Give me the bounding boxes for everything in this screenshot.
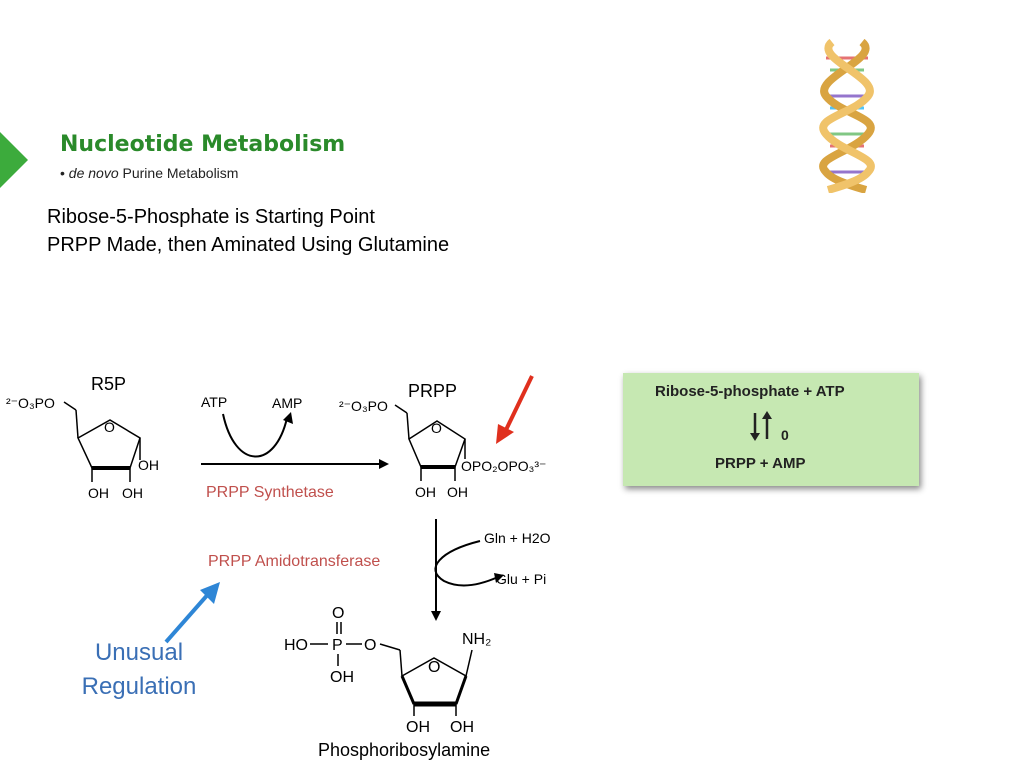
headline-line-2: PRPP Made, then Aminated Using Glutamine [47,234,450,256]
pra-oh-2: OH [450,719,474,736]
subtitle-italic: de novo [68,165,119,181]
phosphoribosylamine-label: Phosphoribosylamine [318,740,491,760]
prpp-label: PRPP [408,381,458,401]
dna-helix-icon [819,38,875,193]
glu-pi-label: Glu + Pi [496,571,547,587]
prpp-oh-1: OH [415,484,436,500]
prpp-synthetase-label: PRPP Synthetase [206,484,334,501]
prpp-phosphate-text: ²⁻O₃PO [339,398,388,414]
r5p-label: R5P [91,374,127,394]
red-pointer-arrow [496,375,534,444]
pra-p: P [332,637,343,654]
equation-box: Ribose-5-phosphate + ATP 0 PRPP + AMP [623,373,919,486]
r5p-oh-2: OH [88,485,109,501]
slide-subtitle: • de novo Purine Metabolism [60,165,238,181]
prpp-pyrophosphate-text: OPO₂OPO₃³⁻ [461,458,546,474]
pra-oh-phosphate: OH [330,669,354,686]
r5p-oh-3: OH [122,485,143,501]
subtitle-rest: Purine Metabolism [122,165,239,181]
prpp-molecule: ²⁻O₃PO O OPO₂OPO₃³⁻ OH OH [339,398,546,500]
pra-phosphate-o-top: O [332,605,344,622]
prpp-amidotransferase-label: PRPP Amidotransferase [208,553,381,570]
equilibrium-arrows-icon [750,411,772,441]
slide-title: Nucleotide Metabolism [60,132,346,157]
pra-ring-o: O [428,659,440,676]
regulation-line-2: Regulation [81,673,197,700]
prpp-oh-2: OH [447,484,468,500]
gln-h2o-label: Gln + H2O [484,530,551,546]
pra-nh2: NH₂ [462,631,491,648]
amp-label: AMP [272,395,303,411]
equation-reactants: Ribose-5-phosphate + ATP [655,383,845,400]
pra-ho: HO [284,637,308,654]
nav-arrow-icon[interactable] [0,132,30,188]
equation-delta: 0 [781,427,789,443]
r5p-phosphate-text: ²⁻O₃PO [6,395,55,411]
phosphoribosylamine-molecule: O HO P O OH O NH₂ OH OH [284,605,491,736]
equation-products: PRPP + AMP [715,455,806,472]
unusual-regulation-label: Unusual Regulation [64,636,214,704]
regulation-line-1: Unusual [94,639,184,666]
synthetase-reaction-arrow [201,412,389,469]
headline-line-1: Ribose-5-Phosphate is Starting Point [47,206,375,228]
atp-label: ATP [201,394,228,410]
prpp-ring-o: O [431,420,442,436]
pra-oh-1: OH [406,719,430,736]
subtitle-bullet: • [60,165,65,181]
r5p-molecule: ²⁻O₃PO O OH OH OH [6,395,159,501]
amidotransferase-reaction-arrow [431,519,504,621]
pra-bridge-o: O [364,637,376,654]
blue-pointer-arrow [164,582,220,644]
r5p-ring-o: O [104,419,115,435]
r5p-oh-1: OH [138,457,159,473]
